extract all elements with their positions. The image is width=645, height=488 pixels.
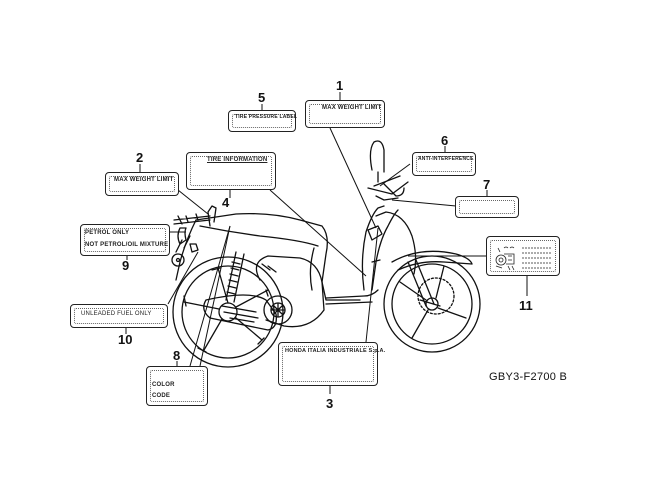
rear-carrier bbox=[173, 205, 217, 227]
front-wheel bbox=[383, 255, 481, 353]
rear-wheel bbox=[172, 256, 284, 368]
muffler bbox=[203, 294, 277, 331]
label-6-text: ANTI-INTERFERENCE bbox=[418, 156, 474, 162]
label-6-anti-interference: ANTI-INTERFERENCE bbox=[412, 152, 476, 176]
leader-6 bbox=[379, 163, 411, 187]
tail-light bbox=[171, 227, 199, 267]
leg-shield bbox=[361, 205, 417, 291]
label-7-blank bbox=[455, 196, 519, 218]
leader-1 bbox=[329, 127, 377, 229]
label-1-text: MAX WEIGHT LIMIT bbox=[322, 105, 382, 111]
label-3-honda-italia: HONDA ITALIA INDUSTRIALE S.p.A. bbox=[278, 342, 385, 386]
front-fender bbox=[391, 250, 473, 271]
label-5-tire-pressure: TIRE PRESSURE LABEL bbox=[228, 110, 298, 132]
label-4-tire-information: TIRE INFORMATION bbox=[186, 152, 276, 190]
label-5-text: TIRE PRESSURE LABEL bbox=[235, 114, 298, 120]
label-9-petrol-only: PETROL ONLY NOT PETROL/OIL MIXTURE bbox=[80, 224, 170, 256]
handlebar bbox=[367, 140, 409, 201]
label-11-emission-diagram bbox=[486, 236, 560, 276]
leader-lines bbox=[167, 127, 486, 381]
label-8-color-code: COLOR CODE bbox=[146, 366, 208, 406]
label-9-text-line1: PETROL ONLY bbox=[85, 230, 130, 236]
leader-8 bbox=[199, 225, 231, 367]
label-10-text: UNLEADED FUEL ONLY bbox=[81, 311, 152, 317]
scooter-drawing bbox=[171, 140, 481, 368]
callout-ticks bbox=[125, 92, 528, 394]
leader-4 bbox=[269, 189, 367, 277]
label-1-max-weight: MAX WEIGHT LIMIT bbox=[305, 100, 385, 128]
label-2-text: MAX WEIGHT LIMIT bbox=[114, 177, 174, 183]
callout-number-5: 5 bbox=[258, 90, 266, 105]
callout-number-9: 9 bbox=[122, 258, 130, 273]
label-9-text-line2: NOT PETROL/OIL MIXTURE bbox=[85, 242, 169, 248]
diagram-code: GBY3-F2700 B bbox=[489, 371, 568, 383]
label-10-unleaded-fuel: UNLEADED FUEL ONLY bbox=[70, 304, 168, 328]
leader-3 bbox=[365, 227, 379, 343]
callout-number-10: 10 bbox=[118, 332, 133, 347]
leader-5-a bbox=[185, 225, 231, 381]
leader-7 bbox=[391, 199, 457, 207]
leader-10 bbox=[167, 251, 199, 305]
callout-number-7: 7 bbox=[483, 177, 491, 192]
callout-number-8: 8 bbox=[173, 348, 181, 363]
label-11-pictogram-icon bbox=[495, 246, 552, 271]
label-3-text: HONDA ITALIA INDUSTRIALE S.p.A. bbox=[285, 348, 386, 354]
callout-number-6: 6 bbox=[441, 133, 449, 148]
callout-number-3: 3 bbox=[326, 396, 334, 411]
callout-number-4: 4 bbox=[222, 195, 230, 210]
rear-shock bbox=[225, 251, 245, 303]
label-8-text-color: COLOR bbox=[152, 382, 175, 388]
engine-case bbox=[255, 255, 325, 328]
label-2-max-weight: MAX WEIGHT LIMIT bbox=[105, 172, 179, 196]
body-panel bbox=[175, 212, 361, 301]
label-4-text: TIRE INFORMATION bbox=[207, 157, 268, 163]
callout-number-2: 2 bbox=[136, 150, 144, 165]
label-8-text-code: CODE bbox=[152, 393, 171, 399]
leader-2 bbox=[177, 189, 209, 215]
callout-number-1: 1 bbox=[336, 78, 344, 93]
callout-number-11: 11 bbox=[519, 298, 533, 313]
